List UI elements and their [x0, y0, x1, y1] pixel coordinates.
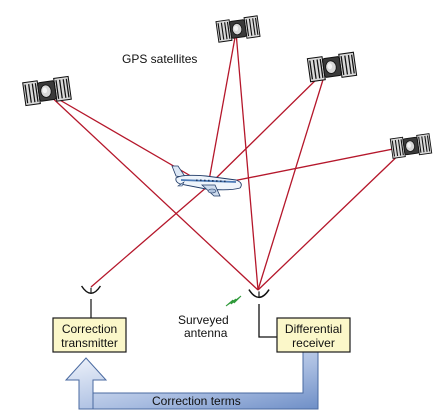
correction-terms-label: Correction terms — [152, 394, 241, 408]
surveyed-antenna-label-line2: antenna — [184, 326, 228, 340]
signal-line — [207, 69, 327, 187]
satellite-icon — [389, 133, 433, 159]
signal-line — [257, 145, 409, 291]
signal-line — [45, 91, 259, 291]
satellite-icon — [22, 75, 72, 107]
signal-line — [207, 31, 237, 187]
signal-line — [257, 69, 327, 291]
signal-lines — [45, 31, 409, 291]
correction-transmitter-box: Correction transmitter — [52, 317, 127, 353]
correction-transmitter-label-line1: Correction — [62, 322, 117, 336]
receiver-feed-line — [258, 304, 277, 338]
signal-line — [207, 145, 409, 187]
dish-antenna-icon — [80, 285, 102, 295]
signal-line — [90, 185, 209, 288]
aircraft-icon — [171, 165, 242, 197]
signal-line — [235, 31, 259, 291]
differential-receiver-label-line2: receiver — [292, 336, 335, 350]
differential-receiver-label-line1: Differential — [285, 322, 342, 336]
satellite-icon — [306, 51, 358, 83]
gps-satellites-label: GPS satellites — [122, 52, 197, 66]
dish-antenna-icon — [248, 288, 270, 299]
satellite-icon — [215, 15, 261, 43]
signal-line — [45, 91, 209, 187]
radio-wave-icon — [225, 295, 242, 307]
surveyed-antenna-label-line1: Surveyed — [178, 313, 229, 327]
correction-transmitter-label-line2: transmitter — [61, 336, 118, 350]
correction-terms-arrow-shape — [64, 351, 319, 410]
differential-receiver-box: Differential receiver — [276, 317, 351, 353]
